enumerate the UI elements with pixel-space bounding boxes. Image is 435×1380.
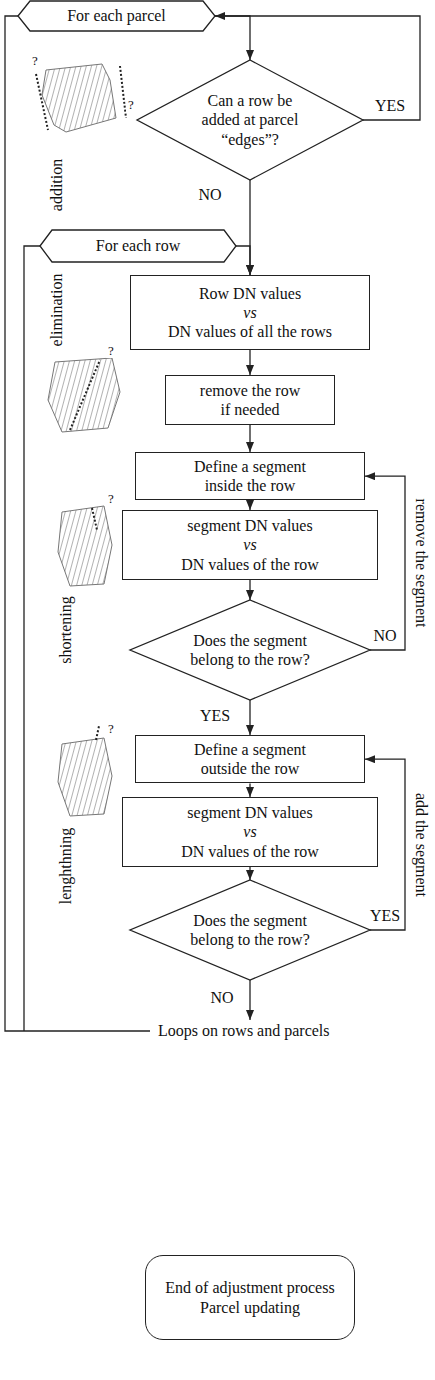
- parcel-shape: [48, 358, 120, 432]
- text-group: remove the row if needed: [193, 379, 308, 421]
- branch-label: YES: [368, 907, 402, 925]
- node-text: Does the segment belong to the row?: [184, 631, 316, 669]
- node-text: DN values of all the rows: [168, 322, 332, 341]
- parcel-illustration: [36, 64, 126, 132]
- parcel-illustration: [58, 506, 112, 586]
- step-label: elimination: [48, 272, 66, 349]
- flow-connector: [249, 867, 250, 880]
- question-mark: ?: [106, 344, 116, 358]
- flow-connector: [249, 500, 250, 510]
- shape-outline: [18, 1, 215, 31]
- terminal-box: End of adjustment processParcel updating: [145, 1255, 355, 1340]
- text-group: Can a row be added at parcel “edges”?: [185, 89, 315, 151]
- text-group: Define a segment inside the row: [181, 455, 319, 497]
- node-text: vs: [243, 822, 256, 841]
- node-text: vs: [243, 303, 256, 322]
- step-label: shortening: [57, 594, 75, 666]
- question-mark: ?: [106, 722, 116, 736]
- flow-connector: [249, 580, 250, 600]
- node-text: End of adjustment process: [165, 1278, 334, 1297]
- branch-label: YES: [198, 707, 232, 725]
- node-text: DN values of the row: [181, 555, 319, 574]
- dotted-row: [36, 74, 48, 130]
- node-text: Define a segment outside the row: [185, 740, 315, 778]
- loop-end-text: Loops on rows and parcels: [156, 1022, 332, 1040]
- process-box: remove the row if needed: [165, 375, 335, 425]
- node-text: For each row: [96, 236, 180, 255]
- decision-diamond: Does the segment belong to the row?: [130, 600, 370, 700]
- process-box: Row DN valuesvsDN values of all the rows: [130, 275, 370, 350]
- text-group: For each row: [92, 234, 184, 257]
- flow-connector: [249, 700, 250, 735]
- dotted-row: [70, 360, 100, 430]
- text-group: Does the segment belong to the row?: [180, 629, 320, 671]
- branch-label: NO: [196, 186, 223, 204]
- dotted-row: [96, 726, 99, 740]
- node-text: Can a row be added at parcel “edges”?: [189, 91, 311, 149]
- process-box: Define a segment outside the row: [135, 735, 365, 783]
- decision-diamond: Does the segment belong to the row?: [130, 880, 370, 980]
- flow-connector: [215, 16, 250, 60]
- flow-connector: [249, 783, 250, 797]
- text-group: Row DN valuesvsDN values of all the rows: [164, 282, 336, 344]
- flow-connector: [249, 425, 250, 452]
- node-text: Define a segment inside the row: [185, 457, 315, 495]
- text-group: segment DN valuesvsDN values of the row: [177, 801, 323, 863]
- flow-connector: [249, 350, 250, 375]
- process-box: segment DN valuesvsDN values of the row: [122, 797, 378, 867]
- shape-outline: [130, 600, 370, 700]
- question-mark: ?: [106, 492, 116, 506]
- node-text: segment DN values: [187, 803, 312, 822]
- process-box: segment DN valuesvsDN values of the row: [122, 510, 378, 580]
- shape-outline: [137, 60, 363, 180]
- loop-start-hexagon: For each row: [40, 230, 236, 262]
- shape-outline: [40, 230, 236, 262]
- branch-label: YES: [373, 97, 407, 115]
- parcel-illustration: [48, 358, 120, 432]
- question-mark: ?: [126, 98, 136, 112]
- process-box: Define a segment inside the row: [135, 452, 365, 500]
- step-label: addition: [48, 157, 66, 213]
- diamond-outline: [130, 600, 370, 700]
- flow-arrow: [249, 980, 250, 1020]
- shape-outline: [130, 880, 370, 980]
- parcel-shape: [58, 738, 112, 816]
- node-text: For each parcel: [67, 6, 166, 25]
- diamond-outline: [130, 880, 370, 980]
- decision-diamond: Can a row be added at parcel “edges”?: [137, 60, 363, 180]
- node-text: segment DN values: [187, 516, 312, 535]
- loop-start-hexagon: For each parcel: [18, 1, 215, 31]
- branch-label: NO: [371, 627, 398, 645]
- text-group: Does the segment belong to the row?: [180, 909, 320, 951]
- dotted-row: [92, 508, 97, 530]
- flow-connector: [236, 246, 250, 275]
- loop-label: add the segment: [412, 791, 430, 899]
- parcel-shape: [42, 64, 116, 132]
- parcel-shape: [58, 506, 112, 586]
- parcel-illustration: [58, 726, 112, 816]
- step-label: lenghthning: [57, 826, 75, 906]
- text-group: End of adjustment processParcel updating: [161, 1276, 338, 1318]
- text-group: segment DN valuesvsDN values of the row: [177, 514, 323, 576]
- question-mark: ?: [30, 54, 40, 68]
- loop-label: remove the segment: [412, 497, 430, 630]
- text-group: For each parcel: [63, 4, 170, 27]
- branch-label: NO: [208, 989, 235, 1007]
- node-text: remove the row if needed: [197, 381, 304, 419]
- node-text: Parcel updating: [200, 1298, 300, 1317]
- node-text: Does the segment belong to the row?: [184, 911, 316, 949]
- loop-return-line: [24, 246, 40, 1031]
- node-text: vs: [243, 535, 256, 554]
- text-group: Define a segment outside the row: [181, 738, 319, 780]
- node-text: Row DN values: [199, 284, 301, 303]
- node-text: DN values of the row: [181, 842, 319, 861]
